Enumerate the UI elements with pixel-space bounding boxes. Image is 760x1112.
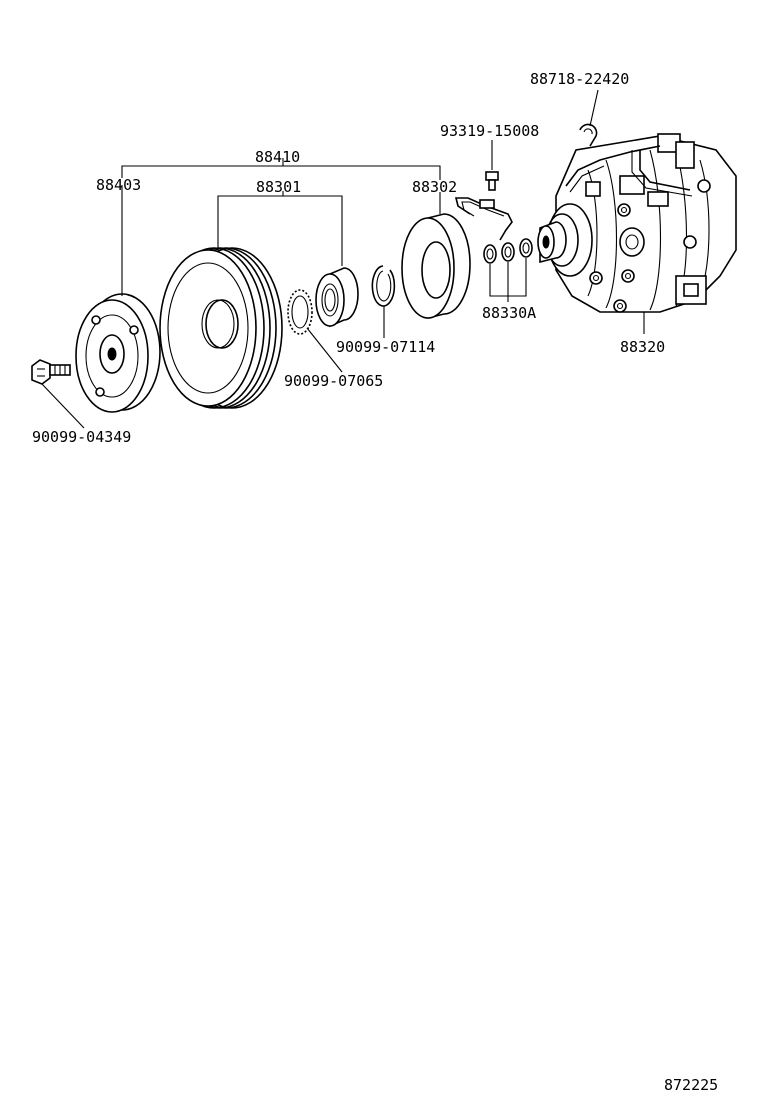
screw-93319-15008 [454,140,513,241]
label-88330A: 88330A [482,304,536,322]
clip-88718-22420 [579,89,599,147]
shims-88330A [483,238,533,302]
clutch-hub-88403 [75,185,161,413]
label-90099-04349: 90099-04349 [32,428,131,446]
label-88403: 88403 [96,176,141,194]
label-90099-07065: 90099-07065 [284,372,383,390]
bracket-88301 [217,191,343,266]
label-93319-15008: 93319-15008 [440,122,539,140]
label-88302: 88302 [412,178,457,196]
pulley-88301 [159,247,283,409]
label-88320: 88320 [620,338,665,356]
bolt-90099-04349 [31,359,85,429]
illustration-number: 872225 [664,1076,718,1094]
bearing [315,267,359,328]
label-90099-07114: 90099-07114 [336,338,435,356]
label-88410: 88410 [255,148,300,166]
label-88301: 88301 [256,178,301,196]
snap-ring-90099-07114 [371,265,396,338]
bracket-88410 [121,158,441,180]
label-88718-22420: 88718-22420 [530,70,629,88]
snap-ring-90099-07065 [287,289,343,373]
field-coil-88302 [401,192,471,320]
compressor-88320 [537,133,737,334]
